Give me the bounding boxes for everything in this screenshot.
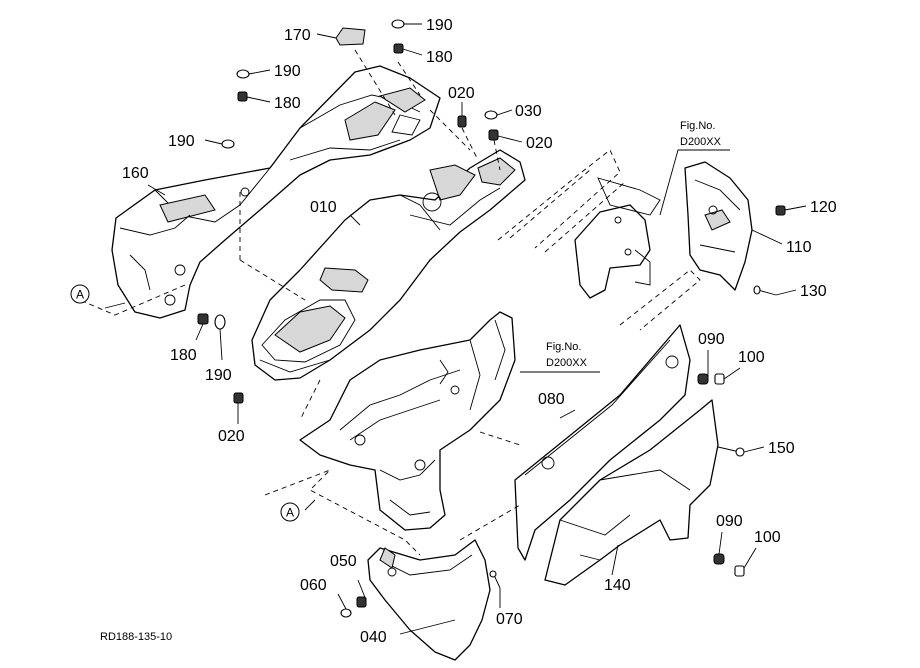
fastener-060	[340, 608, 352, 618]
part-010-main-console-cover	[251, 149, 526, 381]
fastener-190-top	[391, 19, 405, 29]
label-190-c: 190	[168, 133, 195, 150]
label-170: 170	[284, 27, 311, 44]
label-190-b: 190	[274, 63, 301, 80]
label-060: 060	[300, 577, 327, 594]
label-180-c: 180	[170, 347, 197, 364]
marker-a-left: A	[70, 284, 90, 304]
fastener-100-b	[734, 565, 745, 577]
fastener-130	[757, 289, 777, 296]
fig-ref-top-line2: D200XX	[680, 136, 722, 148]
fastener-020-bottom	[233, 392, 244, 404]
part-110-right-cover	[684, 161, 753, 291]
svg-text:A: A	[286, 506, 294, 520]
label-180-b: 180	[274, 95, 301, 112]
central-support-frame	[299, 311, 516, 531]
label-020-b: 020	[526, 135, 553, 152]
fastener-050	[356, 596, 367, 608]
fastener-030	[484, 110, 498, 120]
fig-reference-top: Fig.No. D200XX	[680, 120, 722, 148]
label-140: 140	[604, 577, 631, 594]
fig-ref-top-line1: Fig.No.	[680, 120, 715, 132]
fastener-020-top	[457, 115, 467, 128]
label-190-a: 190	[426, 17, 453, 34]
fastener-180-bottom	[197, 313, 209, 325]
fig-ref-mid-line1: Fig.No.	[546, 341, 581, 353]
marker-a-bottom: A	[280, 502, 300, 522]
label-030: 030	[515, 103, 542, 120]
fastener-100-a	[714, 373, 725, 385]
fastener-190-bottom	[214, 314, 226, 330]
part-080-side-panel	[514, 324, 691, 561]
part-040-front-lower-cover	[367, 539, 491, 661]
fastener-120	[775, 205, 786, 216]
part-170-pad	[335, 27, 366, 46]
fastener-180-top	[393, 43, 404, 54]
fig-ref-mid-line2: D200XX	[546, 357, 588, 369]
leader-lines	[104, 23, 807, 635]
drawing-number: RD188-135-10	[100, 631, 172, 643]
label-100-a: 100	[738, 349, 765, 366]
fastener-020-right	[488, 129, 499, 141]
label-040: 040	[360, 629, 387, 646]
label-090-a: 090	[698, 331, 725, 348]
label-100-b: 100	[754, 529, 781, 546]
label-160: 160	[122, 165, 149, 182]
label-020-c: 020	[218, 428, 245, 445]
label-180-a: 180	[426, 49, 453, 66]
label-080: 080	[538, 391, 565, 408]
label-120: 120	[810, 199, 837, 216]
label-150: 150	[768, 440, 795, 457]
part-side-bracket	[574, 177, 661, 299]
fig-reference-middle: Fig.No. D200XX	[546, 341, 588, 369]
label-190-d: 190	[205, 367, 232, 384]
label-130: 130	[800, 283, 827, 300]
fastener-180-left	[237, 91, 248, 102]
label-050: 050	[330, 553, 357, 570]
part-140-lower-side-panel	[544, 399, 719, 586]
label-110: 110	[786, 239, 812, 256]
fastener-070	[493, 574, 501, 589]
alignment-lines	[79, 49, 701, 556]
svg-text:A: A	[76, 288, 84, 302]
fastener-190-mid	[221, 139, 235, 149]
label-090-b: 090	[716, 513, 743, 530]
label-070: 070	[496, 611, 523, 628]
part-160-rear-console-cover	[111, 65, 441, 319]
label-010: 010	[310, 199, 337, 216]
label-020-a: 020	[448, 85, 475, 102]
fastener-090-a	[697, 373, 709, 385]
part-number-labels: 170 190 180 190 180 190 020 030 020 160 …	[122, 17, 837, 646]
fastener-190-left	[236, 69, 250, 79]
fastener-090-b	[713, 553, 725, 565]
